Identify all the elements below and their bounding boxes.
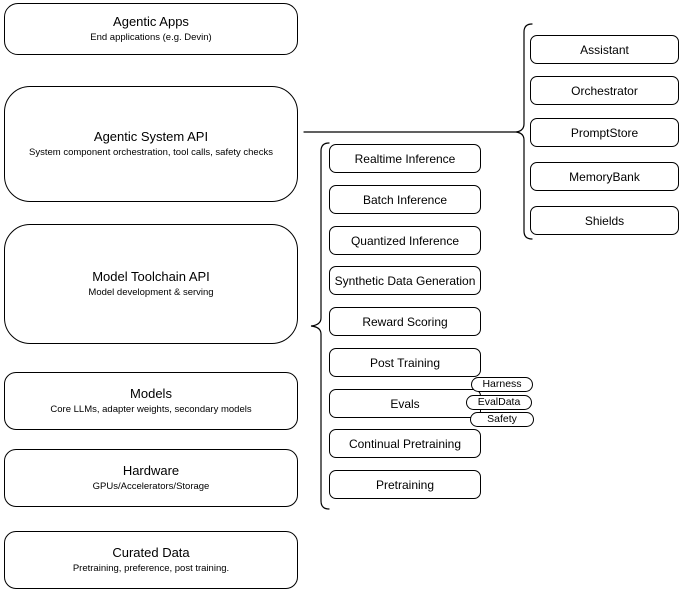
node-label: Assistant (580, 42, 629, 57)
node-evals: Evals (329, 389, 481, 418)
node-assistant: Assistant (530, 35, 679, 64)
node-label: Quantized Inference (350, 233, 460, 248)
node-subtitle: Pretraining, preference, post training. (72, 563, 230, 574)
node-shields: Shields (530, 206, 679, 235)
node-label: Batch Inference (362, 192, 448, 207)
node-hardware: Hardware GPUs/Accelerators/Storage (4, 449, 298, 507)
node-label: PromptStore (570, 125, 639, 140)
node-subtitle: GPUs/Accelerators/Storage (92, 481, 210, 492)
pill-label: Harness (482, 378, 522, 390)
node-label: Synthetic Data Generation (334, 273, 476, 288)
pill-label: Safety (487, 413, 517, 425)
node-label: Pretraining (375, 477, 435, 492)
pill-safety: Safety (470, 412, 534, 427)
node-label: Post Training (369, 355, 441, 370)
pill-harness: Harness (471, 377, 533, 392)
node-batch-inference: Batch Inference (329, 185, 481, 214)
node-orchestrator: Orchestrator (530, 76, 679, 105)
node-promptstore: PromptStore (530, 118, 679, 147)
node-realtime-inference: Realtime Inference (329, 144, 481, 173)
node-synthetic-data-generation: Synthetic Data Generation (329, 266, 481, 295)
node-subtitle: System component orchestration, tool cal… (29, 147, 273, 158)
node-agentic-system-api: Agentic System API System component orch… (4, 86, 298, 202)
node-models: Models Core LLMs, adapter weights, secon… (4, 372, 298, 430)
node-title: Curated Data (112, 545, 190, 560)
node-title: Models (130, 386, 172, 401)
node-pretraining: Pretraining (329, 470, 481, 499)
node-label: MemoryBank (569, 169, 640, 184)
node-label: Continual Pretraining (348, 436, 462, 451)
node-memorybank: MemoryBank (530, 162, 679, 191)
node-quantized-inference: Quantized Inference (329, 226, 481, 255)
brace-toolchain-group (310, 142, 330, 510)
node-label: Evals (390, 396, 420, 411)
node-label: Realtime Inference (354, 151, 456, 166)
node-agentic-apps: Agentic Apps End applications (e.g. Devi… (4, 3, 298, 55)
pill-label: EvalData (477, 396, 521, 408)
node-title: Agentic System API (93, 129, 209, 144)
node-model-toolchain-api: Model Toolchain API Model development & … (4, 224, 298, 344)
node-title: Agentic Apps (113, 14, 189, 29)
pill-evaldata: EvalData (466, 395, 532, 410)
node-title: Hardware (122, 463, 180, 478)
node-title: Model Toolchain API (92, 269, 210, 284)
node-subtitle: Model development & serving (88, 287, 214, 298)
node-curated-data: Curated Data Pretraining, preference, po… (4, 531, 298, 589)
node-reward-scoring: Reward Scoring (329, 307, 481, 336)
node-continual-pretraining: Continual Pretraining (329, 429, 481, 458)
node-subtitle: Core LLMs, adapter weights, secondary mo… (50, 404, 252, 415)
node-label: Reward Scoring (362, 314, 448, 329)
node-label: Orchestrator (571, 83, 638, 98)
node-label: Shields (584, 213, 625, 228)
node-subtitle: End applications (e.g. Devin) (90, 32, 212, 43)
node-post-training: Post Training (329, 348, 481, 377)
